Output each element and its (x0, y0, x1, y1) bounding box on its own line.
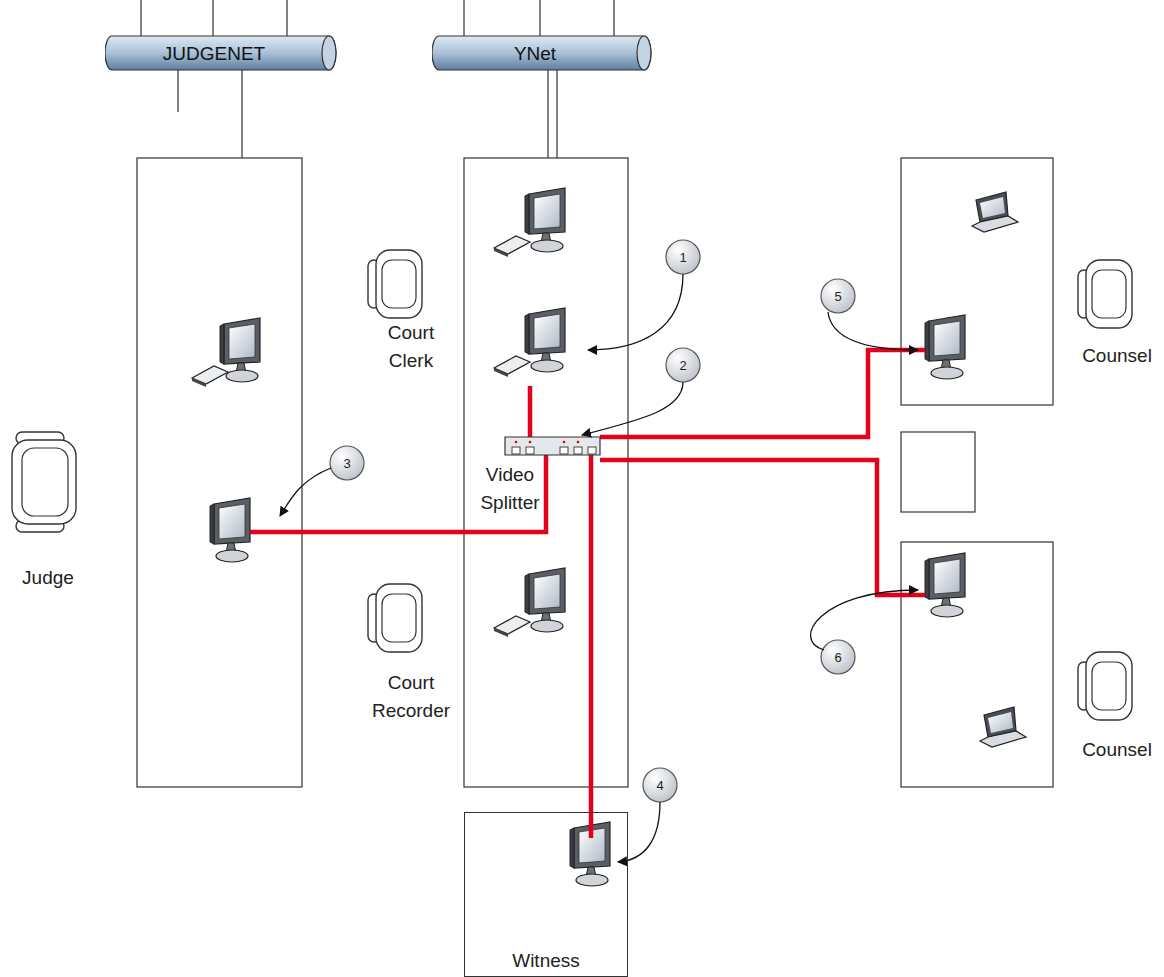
callout-number: 4 (645, 779, 675, 792)
node-label: YNet (514, 44, 556, 63)
callout-number: 5 (823, 290, 853, 303)
witness-box: Witness (464, 812, 628, 977)
part-label: Video Splitter (474, 461, 546, 518)
callout-number: 2 (668, 359, 698, 372)
network-pipe: JUDGENET (105, 35, 337, 71)
callout-number: 3 (332, 457, 362, 470)
callout-number: 1 (668, 251, 698, 264)
part-label: Court Recorder (366, 669, 456, 726)
part-label: Counsel (1077, 342, 1157, 371)
part-label: Counsel (1077, 736, 1157, 765)
node-label: Witness (465, 950, 627, 972)
network-pipe: YNet (432, 35, 652, 71)
callout-number: 6 (823, 651, 853, 664)
part-label: Judge (8, 564, 88, 593)
node-label: JUDGENET (163, 44, 265, 63)
part-label: Court Clerk (371, 319, 451, 376)
